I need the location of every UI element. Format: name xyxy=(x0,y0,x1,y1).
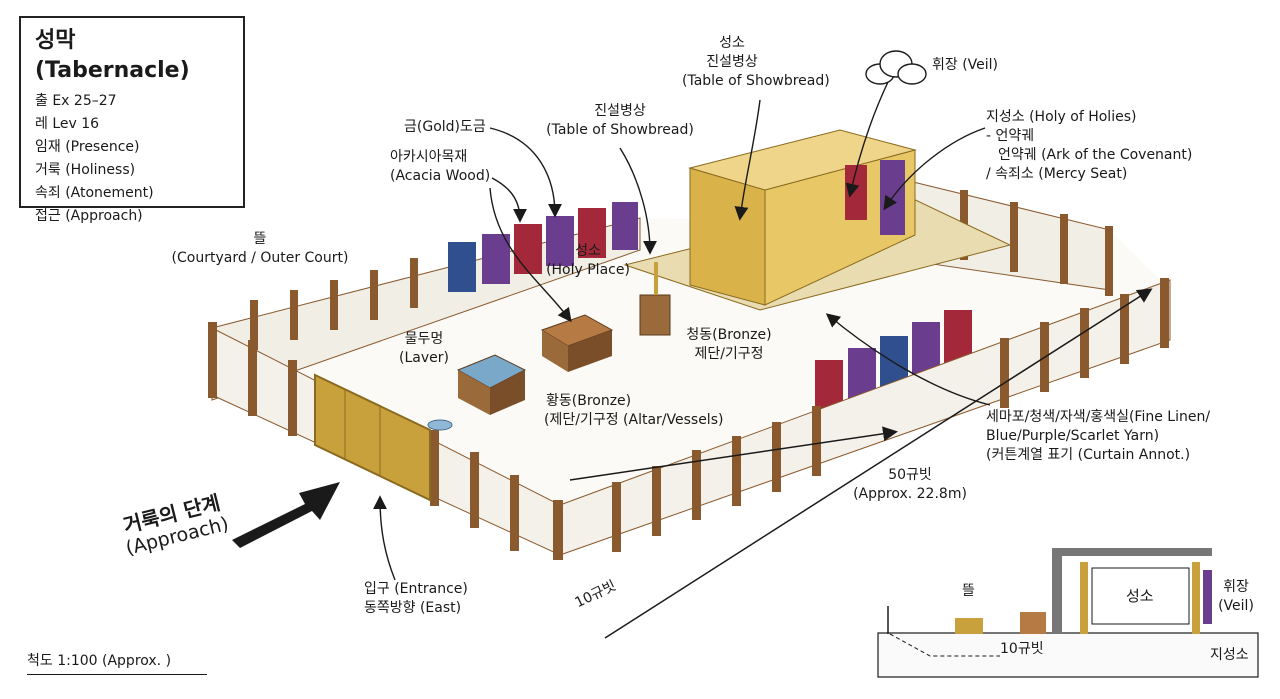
showbread-leader xyxy=(619,147,657,255)
laver-label: 물두멍 (Laver) xyxy=(399,331,449,366)
inset-cross-section xyxy=(877,548,1259,678)
scale-label: 척도 1:100 (Approx. ) xyxy=(27,653,172,669)
courtyard-label: 뜰 (Courtyard / Outer Court) xyxy=(171,231,349,266)
linen-label: 세마포/청색/자색/홍색실(Fine Linen/ Blue/Purple/Sc… xyxy=(986,409,1211,463)
gold-overlay-label: 금(Gold)도금 xyxy=(404,119,486,135)
altar xyxy=(540,314,614,372)
title-panel: 성막 (Tabernacle) 출 Ex 25–27 레 Lev 16 임재 (… xyxy=(19,16,245,224)
entrance-leader xyxy=(373,495,396,581)
inset-courtyard-label: 뜰 xyxy=(962,583,975,599)
bronze-stand xyxy=(639,262,671,336)
bronze-right-label: 청동(Bronze) 제단/기구정 xyxy=(686,327,772,362)
reference-line: 임재 (Presence) xyxy=(35,139,140,155)
entrance-label: 입구 (Entrance) 동쪽방향 (East) xyxy=(364,581,468,616)
scale-bar xyxy=(27,674,207,675)
sanctuary-top-label: 성소 진설병상 (Table of Showbread) xyxy=(682,35,830,89)
acacia-altar-leader xyxy=(489,187,572,323)
acacia-leader xyxy=(491,177,527,223)
approach-arrow xyxy=(232,482,340,548)
reference-line: 레 Lev 16 xyxy=(35,116,100,132)
holies-leader xyxy=(883,127,986,211)
tent-roof xyxy=(688,129,917,191)
gold-leader xyxy=(489,127,562,218)
length-dimension-line xyxy=(569,426,898,481)
holy-of-holies-label: 지성소 (Holy of Holies) - 언약궤 언약궤 (Ark of t… xyxy=(986,109,1193,182)
inset-cubits-label: 10규빗 xyxy=(1000,641,1044,657)
tent-front xyxy=(689,167,766,306)
linen-leader xyxy=(825,313,991,406)
length-dimension-line-2 xyxy=(604,288,1153,639)
veil-leader xyxy=(845,81,889,198)
bronze-left-label: 황동(Bronze) (제단/기구정 (Altar/Vessels) xyxy=(544,393,724,428)
reference-line: 접근 (Approach) xyxy=(35,208,143,224)
cloud-icon xyxy=(865,50,927,85)
sanctuary-leader xyxy=(734,99,761,221)
basin xyxy=(427,419,453,431)
holy-place-label: 성소 (Holy Place) xyxy=(546,243,630,278)
veil-label: 휘장 (Veil) xyxy=(932,57,999,73)
inset-holy-of-holies-label: 지성소 xyxy=(1210,647,1249,663)
inset-veil-label: 휘장 (Veil) xyxy=(1218,579,1254,614)
length-label: 50규빗 (Approx. 22.8m) xyxy=(853,467,967,502)
showbread-label: 진설병상 (Table of Showbread) xyxy=(546,103,694,138)
reference-line: 속죄 (Atonement) xyxy=(35,185,154,201)
page-title: 성막 (Tabernacle) xyxy=(35,28,190,83)
reference-line: 출 Ex 25–27 xyxy=(35,93,117,109)
reference-line: 거룩 (Holiness) xyxy=(35,162,136,178)
acacia-label: 아카시아목재 (Acacia Wood) xyxy=(390,149,491,184)
inset-sanctuary-label: 성소 xyxy=(1126,587,1154,605)
entrance-screen xyxy=(314,373,431,502)
laver xyxy=(456,354,527,415)
